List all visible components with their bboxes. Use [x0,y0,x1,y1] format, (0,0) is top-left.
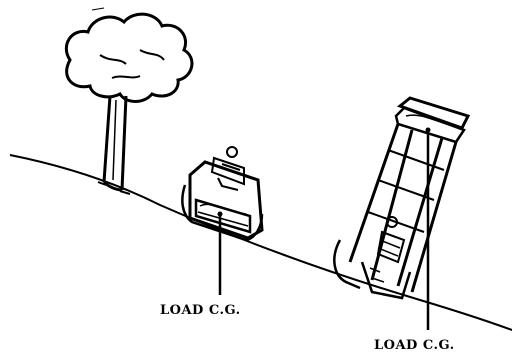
forklift-downhill-icon [181,146,264,295]
speck-mark [91,7,105,11]
forklift-uphill-icon [333,96,471,330]
tree-icon [64,12,194,195]
slope-ground-line [9,154,512,331]
load-cg-label-left: LOAD C.G. [160,303,241,318]
load-cg-label-right: LOAD C.G. [374,338,455,353]
